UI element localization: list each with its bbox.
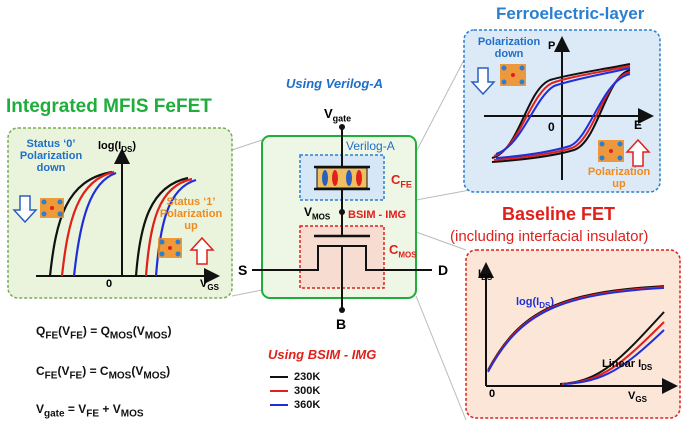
ferro-e-label: E xyxy=(634,118,643,132)
circuit-panel xyxy=(252,124,432,313)
cmos-label: CMOS xyxy=(389,242,417,260)
left-zero: 0 xyxy=(106,278,113,290)
legend-item-300k: 300K xyxy=(270,384,320,398)
bsim-box-label: BSIM - IMG xyxy=(348,209,407,221)
integrated-title: Integrated MFIS FeFET xyxy=(6,96,212,117)
using-verilog-label: Using Verilog-A xyxy=(286,76,384,91)
baseline-subtitle: (including interfacial insulator) xyxy=(450,228,649,245)
ferro-crystal-down-icon xyxy=(500,64,526,86)
drain-label: D xyxy=(438,262,449,278)
body-label: B xyxy=(336,316,347,332)
left-ylabel: log(IDS) xyxy=(98,140,137,155)
crystal-down-icon xyxy=(40,198,64,218)
polarization-down-arrow-icon xyxy=(12,195,38,224)
baseline-linear-label: Linear IDS xyxy=(602,358,653,373)
left-xlabel: VGS xyxy=(200,278,219,293)
fefet-panel xyxy=(7,127,233,299)
baseline-panel xyxy=(465,249,681,419)
verilog-box-label: Verilog-A xyxy=(346,139,395,153)
equation-voltage: Vgate = VFE + VMOS xyxy=(36,402,144,420)
ferro-up-arrow-icon xyxy=(625,138,651,167)
ferro-panel xyxy=(463,29,661,193)
vmos-label: VMOS xyxy=(304,205,331,222)
legend-item-360k: 360K xyxy=(270,398,320,412)
equation-capacitance: CFE(VFE) = CMOS(VMOS) xyxy=(36,364,171,382)
source-label: S xyxy=(238,262,248,278)
equation-charge: QFE(VFE) = QMOS(VMOS) xyxy=(36,324,172,342)
ferro-down-arrow-icon xyxy=(470,67,496,96)
temperature-legend: 230K 300K 360K xyxy=(270,370,320,412)
baseline-title: Baseline FET xyxy=(502,204,616,224)
baseline-log-label: log(IDS) xyxy=(516,296,555,311)
ferro-title: Ferroelectric-layer xyxy=(496,4,645,23)
baseline-zero: 0 xyxy=(489,388,496,400)
baseline-ylabel: IDS xyxy=(478,268,493,283)
crystal-up-icon xyxy=(158,238,182,258)
polarization-up-arrow-icon xyxy=(189,236,215,265)
ferro-p-label: P xyxy=(548,40,556,52)
legend-item-230k: 230K xyxy=(270,370,320,384)
ferro-zero: 0 xyxy=(548,120,555,134)
cfe-label: CFE xyxy=(391,172,412,190)
baseline-xlabel: VGS xyxy=(628,390,647,405)
using-bsim-label: Using BSIM - IMG xyxy=(268,347,377,362)
ferro-crystal-up-icon xyxy=(598,140,624,162)
vgate-label: Vgate xyxy=(324,106,352,124)
